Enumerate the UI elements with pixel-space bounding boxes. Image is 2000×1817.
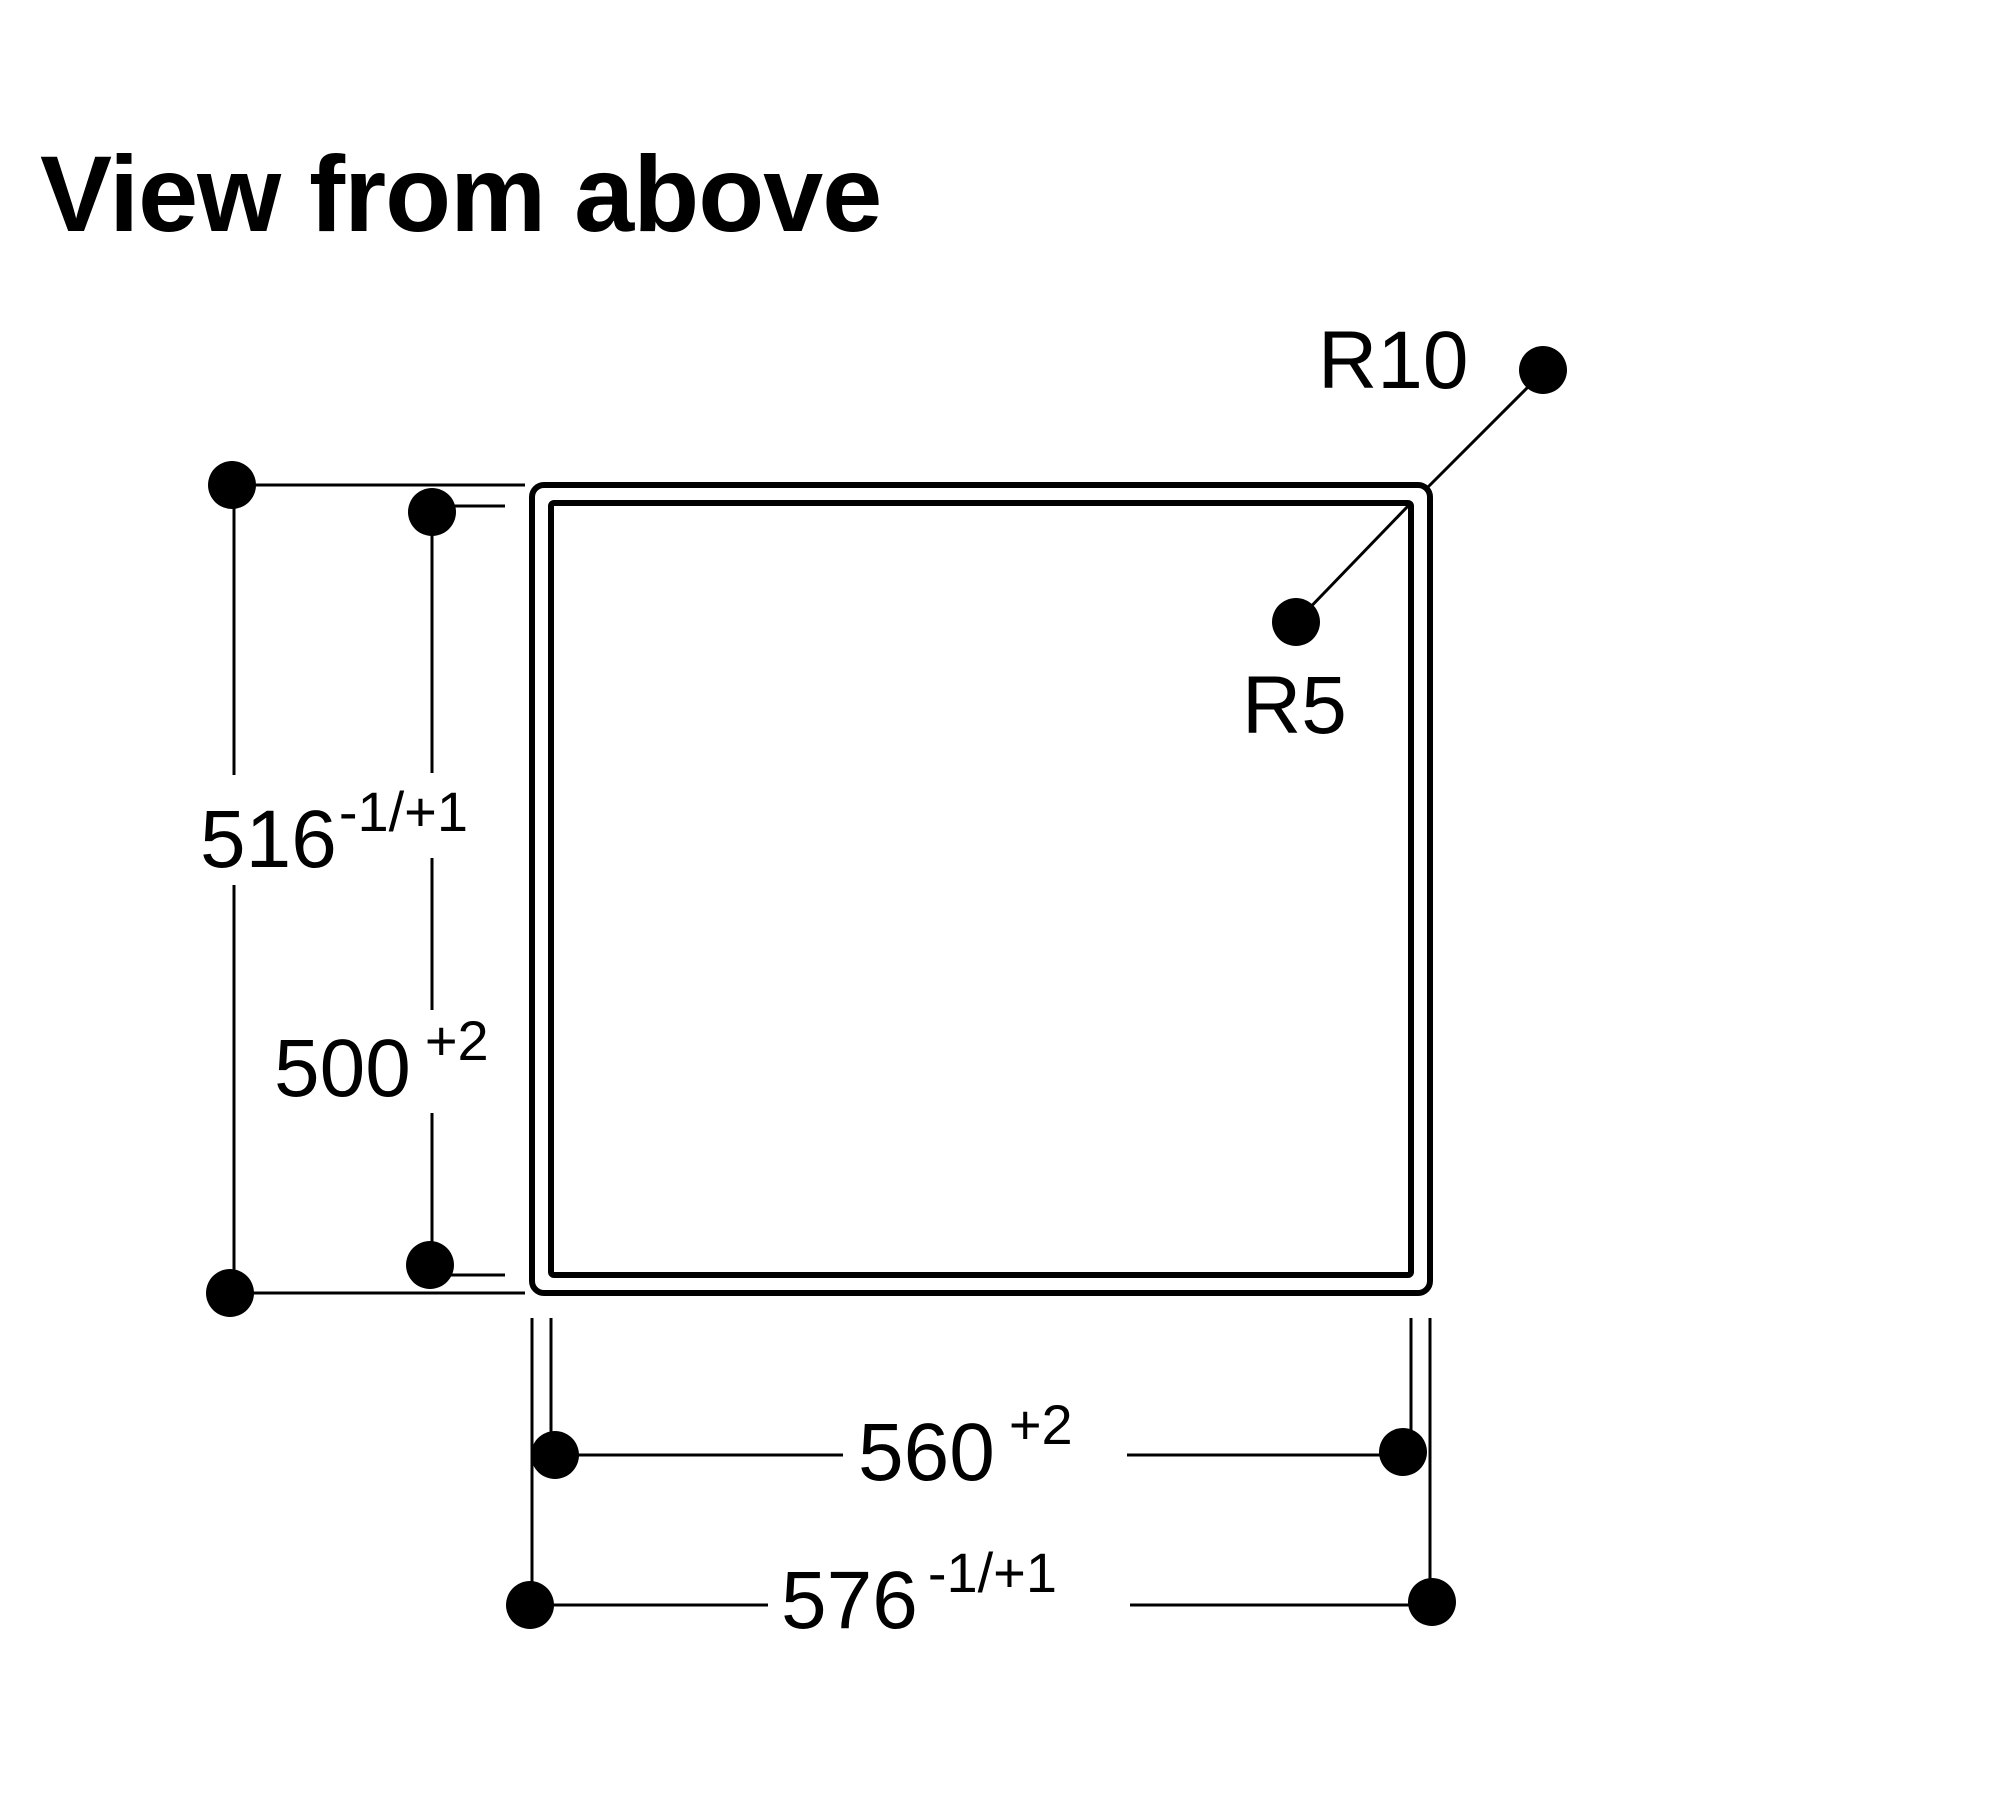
outer-height-dimension: 516-1/+1	[200, 461, 525, 1317]
inner-width-value: 560	[858, 1407, 995, 1498]
inner-width-right-dot	[1379, 1428, 1427, 1476]
outer-cutout-outline	[529, 482, 1433, 1296]
outer-height-bottom-dot	[206, 1269, 254, 1317]
outer-width-right-dot	[1408, 1578, 1456, 1626]
outer-radius-label: R10	[1318, 315, 1468, 406]
inner-height-value: 500	[274, 1023, 411, 1114]
inner-height-bottom-dot	[406, 1241, 454, 1289]
inner-width-left-dot	[531, 1431, 579, 1479]
inner-height-tolerance: +2	[425, 1009, 489, 1072]
inner-radius-callout: R5	[1242, 503, 1411, 751]
inner-height-dimension: 500+2	[274, 488, 505, 1289]
svg-text:576-1/+1: 576-1/+1	[781, 1541, 1057, 1646]
inner-radius-label: R5	[1242, 660, 1347, 751]
outer-radius-dot	[1519, 346, 1567, 394]
inner-radius-dot	[1272, 598, 1320, 646]
outer-width-value: 576	[781, 1555, 918, 1646]
inner-cutout-outline	[548, 500, 1414, 1278]
outer-width-dimension: 576-1/+1	[506, 1318, 1456, 1646]
page-title: View from above	[40, 133, 882, 254]
svg-text:516-1/+1: 516-1/+1	[200, 780, 468, 885]
outer-height-top-dot	[208, 461, 256, 509]
outer-width-left-dot	[506, 1581, 554, 1629]
svg-text:500+2: 500+2	[274, 1009, 489, 1114]
outer-radius-callout: R10	[1318, 315, 1567, 489]
svg-text:560+2: 560+2	[858, 1393, 1073, 1498]
inner-width-dimension: 560+2	[531, 1318, 1427, 1498]
outer-height-tolerance: -1/+1	[339, 780, 468, 843]
inner-height-top-dot	[408, 488, 456, 536]
outer-width-tolerance: -1/+1	[928, 1541, 1057, 1604]
inner-width-tolerance: +2	[1009, 1393, 1073, 1456]
outer-height-value: 516	[200, 794, 337, 885]
